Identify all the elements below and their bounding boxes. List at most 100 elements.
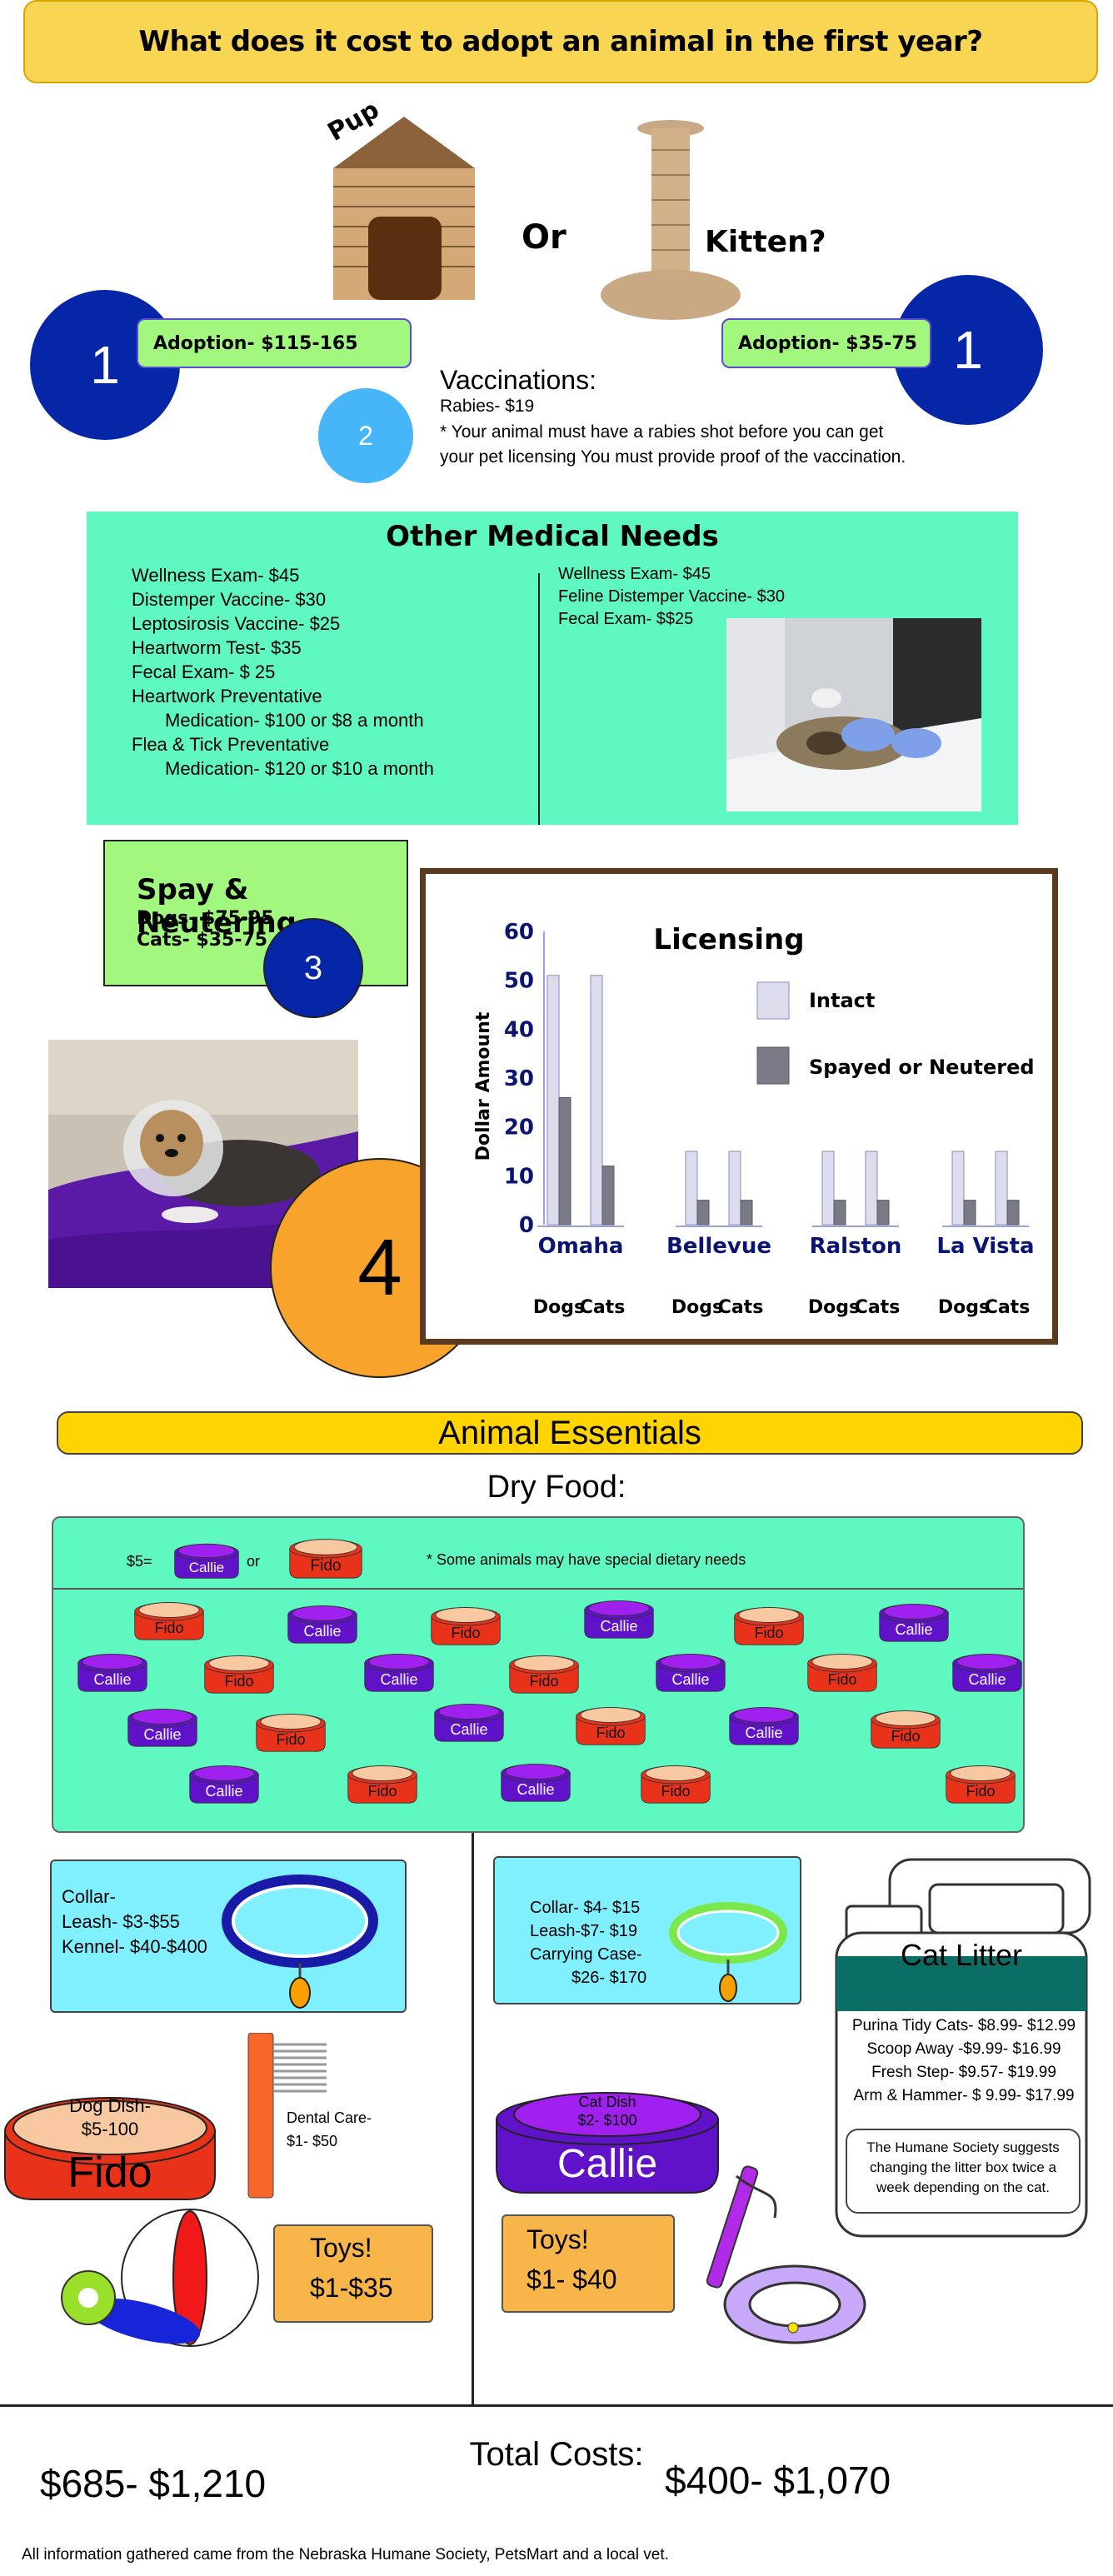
dog-adoption-price: Adoption- $115-165 bbox=[153, 332, 358, 354]
food-or-word: or bbox=[247, 1553, 261, 1570]
vaccinations-title: Vaccinations: bbox=[440, 365, 596, 395]
page-title: What does it cost to adopt an animal in … bbox=[138, 25, 983, 58]
bowl-label: Callie bbox=[671, 1671, 710, 1688]
bowl-label: Fido bbox=[891, 1728, 921, 1745]
litter-item: Scoop Away -$9.99- $16.99 bbox=[866, 2040, 1061, 2058]
bar-spayed bbox=[558, 1096, 571, 1226]
bowl-label: Fido bbox=[310, 1556, 342, 1575]
dog-toys-icon bbox=[61, 2209, 259, 2347]
cat-collar-panel: Collar- $4- $15 Leash-$7- $19 Carrying C… bbox=[493, 1856, 801, 2004]
dog-med-item: Wellness Exam- $45 bbox=[132, 565, 300, 586]
cat-toys-title: Toys! bbox=[527, 2224, 589, 2254]
callie-bowl-icon: Callie bbox=[127, 1706, 198, 1748]
dry-food-title: Dry Food: bbox=[487, 1470, 626, 1505]
animal-essentials-banner: Animal Essentials bbox=[57, 1411, 1083, 1455]
callie-bowl-icon: Callie bbox=[433, 1701, 505, 1743]
spay-cats-price: Cats- $35-75 bbox=[137, 930, 268, 951]
step-3-badge: 3 bbox=[263, 918, 363, 1018]
x-category-label: Cats bbox=[855, 1297, 901, 1318]
bowl-label: Callie bbox=[143, 1726, 182, 1743]
dry-food-panel: $5= or * Some animals may have special d… bbox=[52, 1516, 1025, 1833]
callie-bowl-icon: Callie bbox=[951, 1651, 1023, 1693]
dog-toys-title: Toys! bbox=[310, 2233, 372, 2263]
callie-bowl-icon: Callie bbox=[583, 1598, 655, 1640]
bar-intact bbox=[865, 1151, 878, 1226]
callie-bowl-icon: Callie bbox=[287, 1603, 358, 1645]
dog-med-item: Medication- $100 or $8 a month bbox=[165, 710, 424, 731]
x-category-label: Cats bbox=[718, 1297, 764, 1318]
dog-house-illustration bbox=[333, 117, 475, 300]
bowl-label: Callie bbox=[517, 1781, 555, 1798]
bowl-label: Fido bbox=[596, 1725, 626, 1741]
dog-med-item: Flea & Tick Preventative bbox=[132, 734, 330, 755]
cat-dish-price: $2- $100 bbox=[577, 2112, 637, 2129]
dental-care-prices: Dental Care- $1- $50 bbox=[287, 2106, 372, 2153]
litter-item: Fresh Step- $9.57- $19.99 bbox=[871, 2064, 1056, 2081]
fido-bowl-icon: Fido bbox=[945, 1763, 1016, 1805]
y-tick-label: 50 bbox=[504, 969, 534, 994]
bowl-label: Callie bbox=[600, 1618, 638, 1635]
supplies-divider bbox=[472, 1833, 474, 2404]
cat-collar-price: Collar- $4- $15 bbox=[530, 1899, 641, 1917]
dog-dish-prices: Dog Dish- $5-100 bbox=[0, 2094, 220, 2141]
bar-spayed bbox=[963, 1200, 976, 1226]
bar-intact bbox=[728, 1151, 741, 1226]
medical-title: Other Medical Needs bbox=[386, 520, 719, 553]
legend-swatch-spayed bbox=[756, 1046, 790, 1085]
bowl-label: Fido bbox=[276, 1731, 306, 1748]
dog-total-cost: $685- $1,210 bbox=[40, 2462, 267, 2505]
total-costs-title: Total Costs: bbox=[469, 2436, 644, 2473]
vet-exam-photo bbox=[726, 618, 981, 811]
dog-toys-price: $1-$35 bbox=[310, 2273, 393, 2303]
fido-bowl-icon: Fido bbox=[575, 1705, 646, 1746]
callie-bowl-icon: Callie bbox=[77, 1651, 148, 1693]
fido-bowl-icon: Fido bbox=[806, 1651, 878, 1693]
dog-collar-panel: Collar- Leash- $3-$55 Kennel- $40-$400 bbox=[50, 1860, 407, 2013]
bowl-label: Fido bbox=[224, 1673, 254, 1690]
spay-title: Spay & Neutering bbox=[137, 873, 297, 940]
callie-bowl-icon: Callie bbox=[188, 1763, 260, 1805]
bar-spayed bbox=[601, 1166, 615, 1226]
bowl-label: Fido bbox=[966, 1783, 996, 1800]
bar-spayed bbox=[1006, 1200, 1020, 1226]
kitten-label: Kitten? bbox=[705, 225, 826, 259]
medical-divider bbox=[538, 573, 540, 825]
cat-litter-prices: Purina Tidy Cats- $8.99- $12.99 Scoop Aw… bbox=[836, 2014, 1091, 2108]
litter-note: The Humane Society suggests changing the… bbox=[866, 2139, 1060, 2195]
cat-med-item: Fecal Exam- $$25 bbox=[558, 610, 694, 628]
bar-spayed bbox=[696, 1200, 710, 1226]
cat-med-item: Feline Distemper Vaccine- $30 bbox=[558, 587, 785, 606]
other-medical-needs-panel: Other Medical Needs Wellness Exam- $45 D… bbox=[87, 512, 1018, 825]
dog-dish-name: Fido bbox=[67, 2149, 152, 2197]
bowl-label: Fido bbox=[754, 1625, 784, 1641]
group-label: Ralston bbox=[810, 1234, 902, 1259]
source-footer: All information gathered came from the N… bbox=[22, 2546, 669, 2564]
callie-bowl-icon: Callie bbox=[728, 1705, 800, 1746]
fido-bowl-icon: Fido bbox=[430, 1605, 502, 1646]
dog-med-item: Medication- $120 or $10 a month bbox=[165, 758, 434, 779]
toothbrush-icon bbox=[247, 2033, 327, 2199]
bar-intact bbox=[995, 1151, 1008, 1226]
dog-collar-icon bbox=[222, 1875, 378, 2009]
y-tick-label: 40 bbox=[504, 1017, 534, 1042]
dog-collar-price: Collar- bbox=[62, 1886, 116, 1907]
x-category-label: Dogs bbox=[671, 1297, 723, 1318]
dog-toys-panel: Toys! $1-$35 bbox=[273, 2224, 433, 2323]
bowl-label: Callie bbox=[968, 1671, 1006, 1688]
group-label: Omaha bbox=[538, 1234, 624, 1259]
bowl-label: Callie bbox=[745, 1725, 783, 1741]
callie-bowl-icon: Callie bbox=[363, 1651, 435, 1693]
dog-med-item: Distemper Vaccine- $30 bbox=[132, 589, 327, 610]
dental-care-price: $1- $50 bbox=[287, 2133, 338, 2149]
fido-bowl-icon: Fido bbox=[508, 1653, 580, 1695]
bowl-label: Callie bbox=[93, 1671, 132, 1688]
fido-bowl-icon: Fido bbox=[347, 1763, 418, 1805]
bar-intact bbox=[547, 975, 560, 1226]
callie-bowl-icon: Callie bbox=[878, 1601, 950, 1643]
legend-swatch-intact bbox=[756, 981, 790, 1020]
bowl-label: Callie bbox=[450, 1721, 488, 1738]
bowl-label: Callie bbox=[188, 1560, 225, 1576]
x-category-label: Cats bbox=[985, 1297, 1031, 1318]
